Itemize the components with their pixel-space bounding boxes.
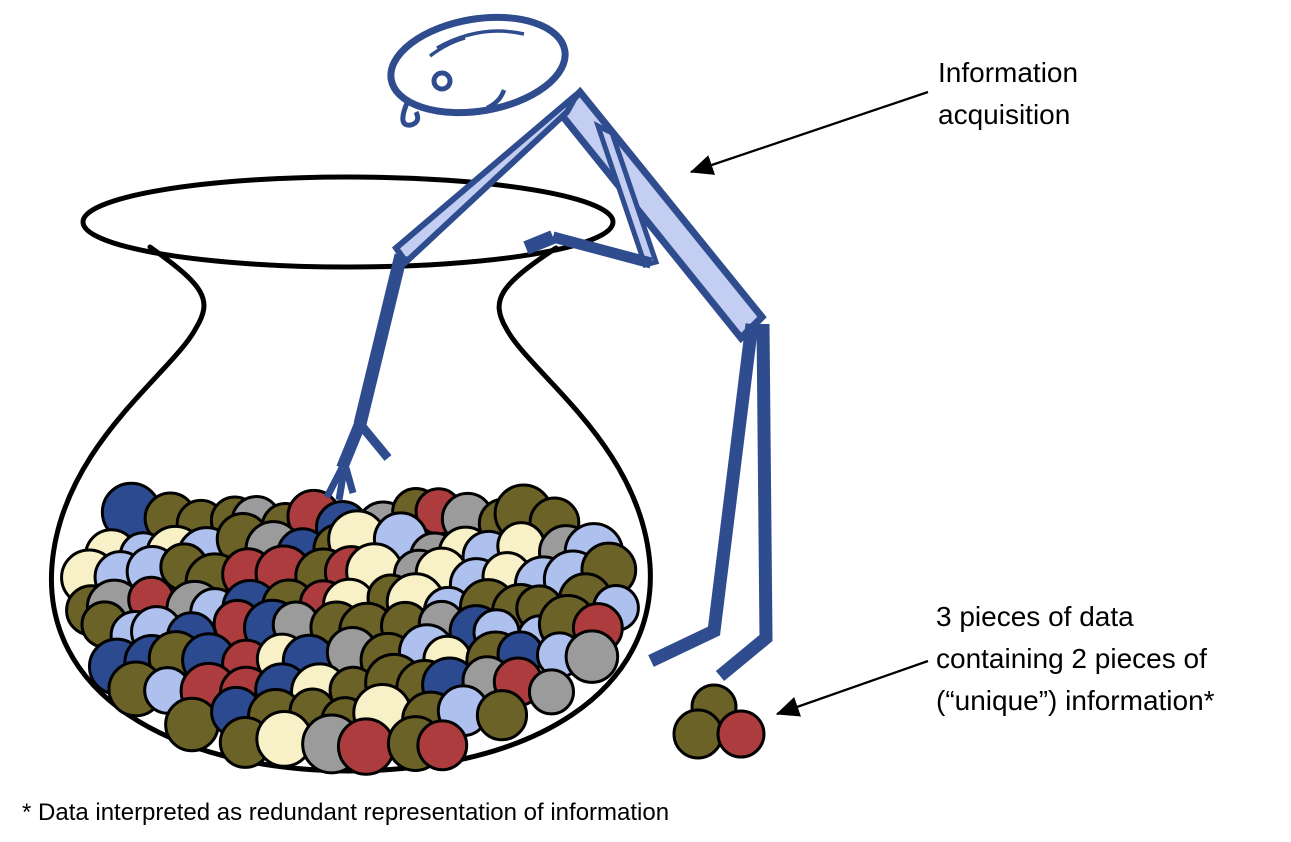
figure-head <box>387 13 569 128</box>
data-ball-pile <box>60 481 640 776</box>
cluster-ball <box>716 709 766 759</box>
data-ball <box>336 717 396 776</box>
data-pieces-label: 3 pieces of data containing 2 pieces of … <box>936 596 1215 722</box>
footnote-label: * Data interpreted as redundant represen… <box>22 799 670 826</box>
data-pieces-line-1: 3 pieces of data <box>936 601 1134 632</box>
figure-right-upper-arm <box>391 91 580 267</box>
info-acquisition-arrow <box>689 90 929 175</box>
info-acquisition-label: Information acquisition <box>938 52 1078 136</box>
data-pieces-arrow <box>775 659 929 717</box>
figure-torso <box>555 86 767 344</box>
nose-stroke <box>400 102 421 128</box>
cluster-ball <box>672 708 724 760</box>
figure-near-leg <box>715 323 773 682</box>
figure-right-forearm <box>353 253 408 426</box>
data-ball <box>527 668 576 716</box>
head-outline <box>387 13 569 117</box>
data-ball <box>416 719 469 772</box>
figure-left-forearm <box>551 231 653 269</box>
data-ball <box>564 629 620 684</box>
stick-figure <box>323 13 773 682</box>
figure-far-leg <box>648 323 759 667</box>
fishbowl <box>48 174 653 774</box>
fishbowl-body <box>48 244 653 774</box>
data-pieces-line-3: (“unique”) information* <box>936 685 1215 716</box>
data-ball <box>164 696 220 753</box>
info-acquisition-line-2: acquisition <box>938 99 1071 130</box>
eye-icon <box>431 70 453 92</box>
fishbowl-rim <box>80 174 616 270</box>
data-pieces-line-2: containing 2 pieces of <box>936 643 1207 674</box>
figure-right-hand <box>323 421 392 501</box>
figure-left-hand <box>523 230 556 255</box>
info-acquisition-line-1: Information <box>938 57 1079 88</box>
acquired-data-cluster <box>672 683 766 760</box>
mouth-stroke <box>485 89 507 111</box>
hair-stroke-short <box>428 36 466 58</box>
figure-left-upper-arm <box>593 121 660 269</box>
data-ball <box>475 689 529 742</box>
hair-stroke-long <box>436 29 525 50</box>
